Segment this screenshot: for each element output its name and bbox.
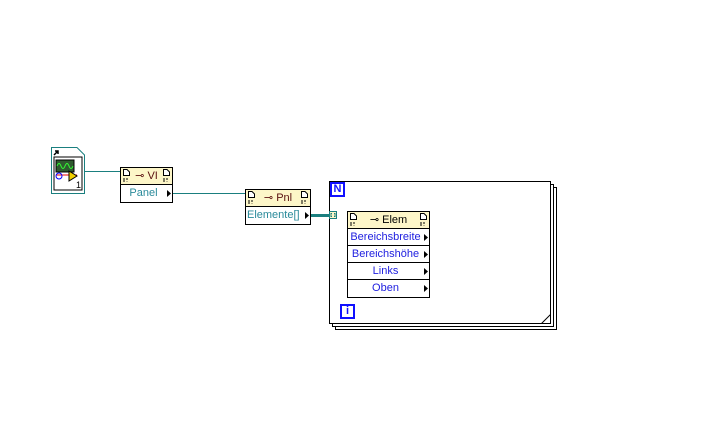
doc-error-icon — [248, 191, 255, 204]
auto-index-tunnel[interactable] — [329, 211, 337, 219]
vi-badge: 1 — [76, 180, 82, 190]
output-arrow-icon — [305, 212, 309, 219]
node-header: ⊸ Pnl — [246, 190, 310, 207]
title-text: Elem — [382, 214, 408, 226]
loop-iteration-terminal[interactable]: i — [340, 304, 355, 319]
property-elements[interactable]: Elemente[] — [246, 207, 310, 224]
output-arrow-icon — [424, 285, 428, 292]
output-arrow-icon — [424, 234, 428, 241]
node-title: ⊸ Pnl — [263, 192, 293, 204]
node-header: ⊸ Elem — [348, 212, 429, 229]
doc-error-icon — [301, 191, 308, 204]
property-label: Elemente[] — [247, 209, 300, 221]
property-top[interactable]: Oben — [348, 280, 429, 297]
output-arrow-icon — [424, 268, 428, 275]
property-label: Links — [372, 265, 399, 277]
node-header: ⊸ VI — [121, 168, 172, 185]
node-title: ⊸ VI — [135, 170, 158, 182]
property-left[interactable]: Links — [348, 263, 429, 280]
loop-corner-fold-icon — [541, 314, 551, 324]
doc-error-icon — [420, 213, 427, 226]
output-arrow-icon — [167, 190, 171, 197]
property-node-panel[interactable]: ⊸ Pnl Elemente[] — [245, 189, 311, 225]
wire-panel[interactable] — [172, 193, 246, 194]
wire-vi-ref[interactable] — [85, 171, 121, 172]
node-title: ⊸ Elem — [369, 214, 408, 226]
property-node-vi[interactable]: ⊸ VI Panel — [120, 167, 173, 203]
property-label: Oben — [372, 282, 399, 294]
title-text: VI — [147, 170, 158, 182]
property-width[interactable]: Bereichsbreite — [348, 229, 429, 246]
wire-elements-array[interactable] — [310, 214, 330, 217]
vi-reference-icon[interactable]: 1 — [51, 147, 85, 194]
property-label: Bereichshöhe — [351, 248, 420, 260]
doc-error-icon — [350, 213, 357, 226]
title-text: Pnl — [276, 192, 293, 204]
doc-error-icon — [123, 169, 130, 182]
property-label: Panel — [129, 187, 158, 199]
loop-count-terminal[interactable]: N — [330, 182, 345, 197]
property-node-element[interactable]: ⊸ Elem Bereichsbreite Bereichshöhe Links… — [347, 211, 430, 298]
output-arrow-icon — [424, 251, 428, 258]
doc-error-icon — [163, 169, 170, 182]
property-height[interactable]: Bereichshöhe — [348, 246, 429, 263]
property-panel[interactable]: Panel — [121, 185, 172, 202]
property-label: Bereichsbreite — [350, 231, 421, 243]
